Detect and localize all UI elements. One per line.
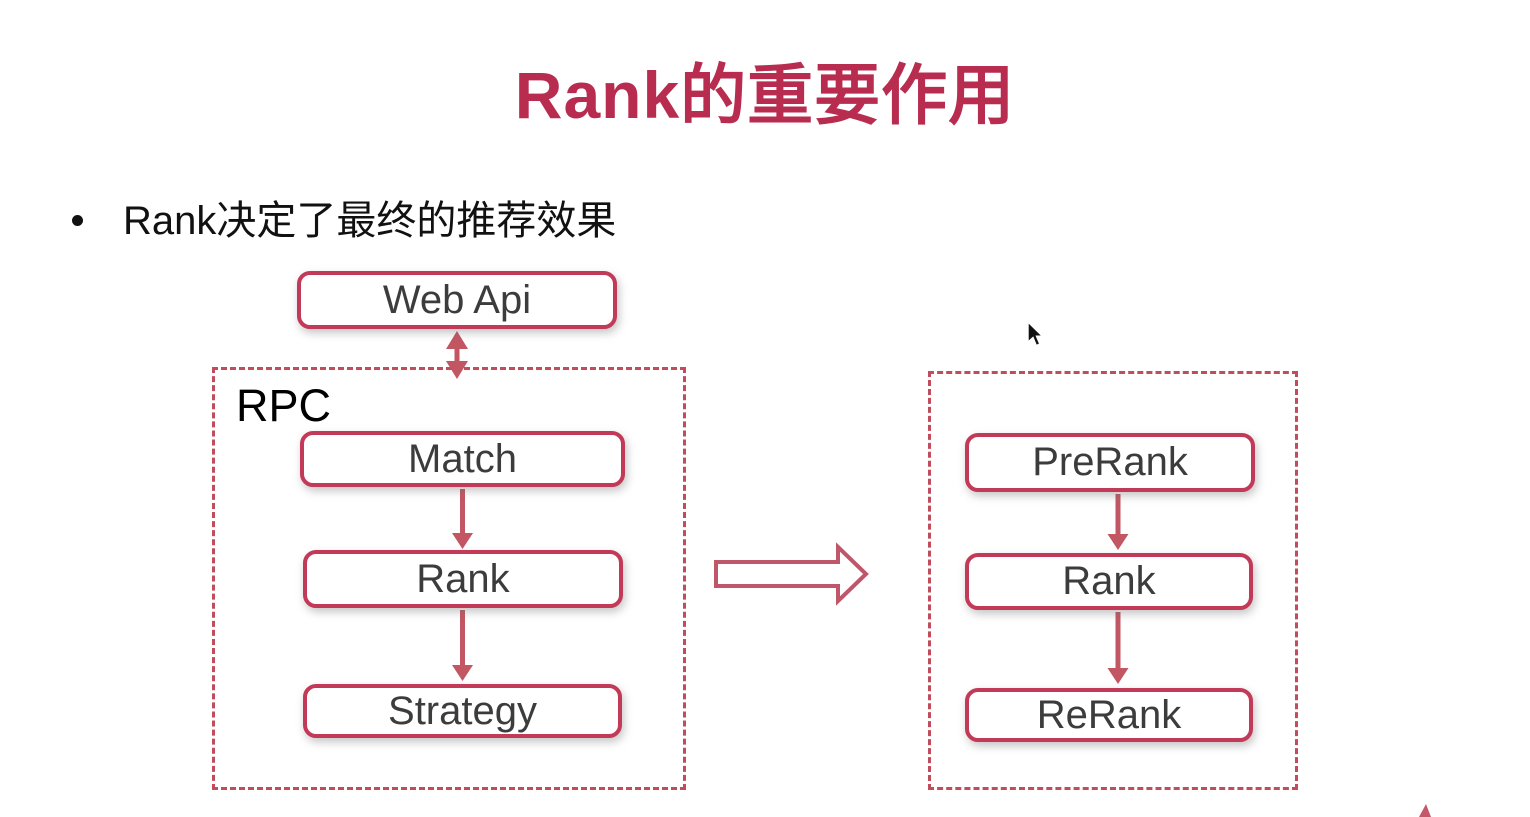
bullet-dot-icon xyxy=(72,214,83,226)
bullet-item: Rank决定了最终的推荐效果 xyxy=(62,188,616,246)
node-rank-right: Rank xyxy=(965,553,1253,610)
right-block-arrow-icon xyxy=(714,542,869,606)
rpc-label: RPC xyxy=(236,380,332,431)
node-rerank: ReRank xyxy=(965,688,1253,742)
node-strategy: Strategy xyxy=(303,684,622,738)
mouse-pointer-icon xyxy=(1027,321,1045,347)
node-rank-left: Rank xyxy=(303,550,623,608)
node-prerank: PreRank xyxy=(965,433,1255,492)
node-match: Match xyxy=(300,431,625,487)
red-corner-mark-icon xyxy=(1419,804,1431,817)
rank-detail-container xyxy=(928,371,1298,790)
bullet-text: Rank决定了最终的推荐效果 xyxy=(123,199,617,243)
slide-title: Rank的重要作用 xyxy=(514,58,1016,132)
node-web-api: Web Api xyxy=(297,271,617,329)
